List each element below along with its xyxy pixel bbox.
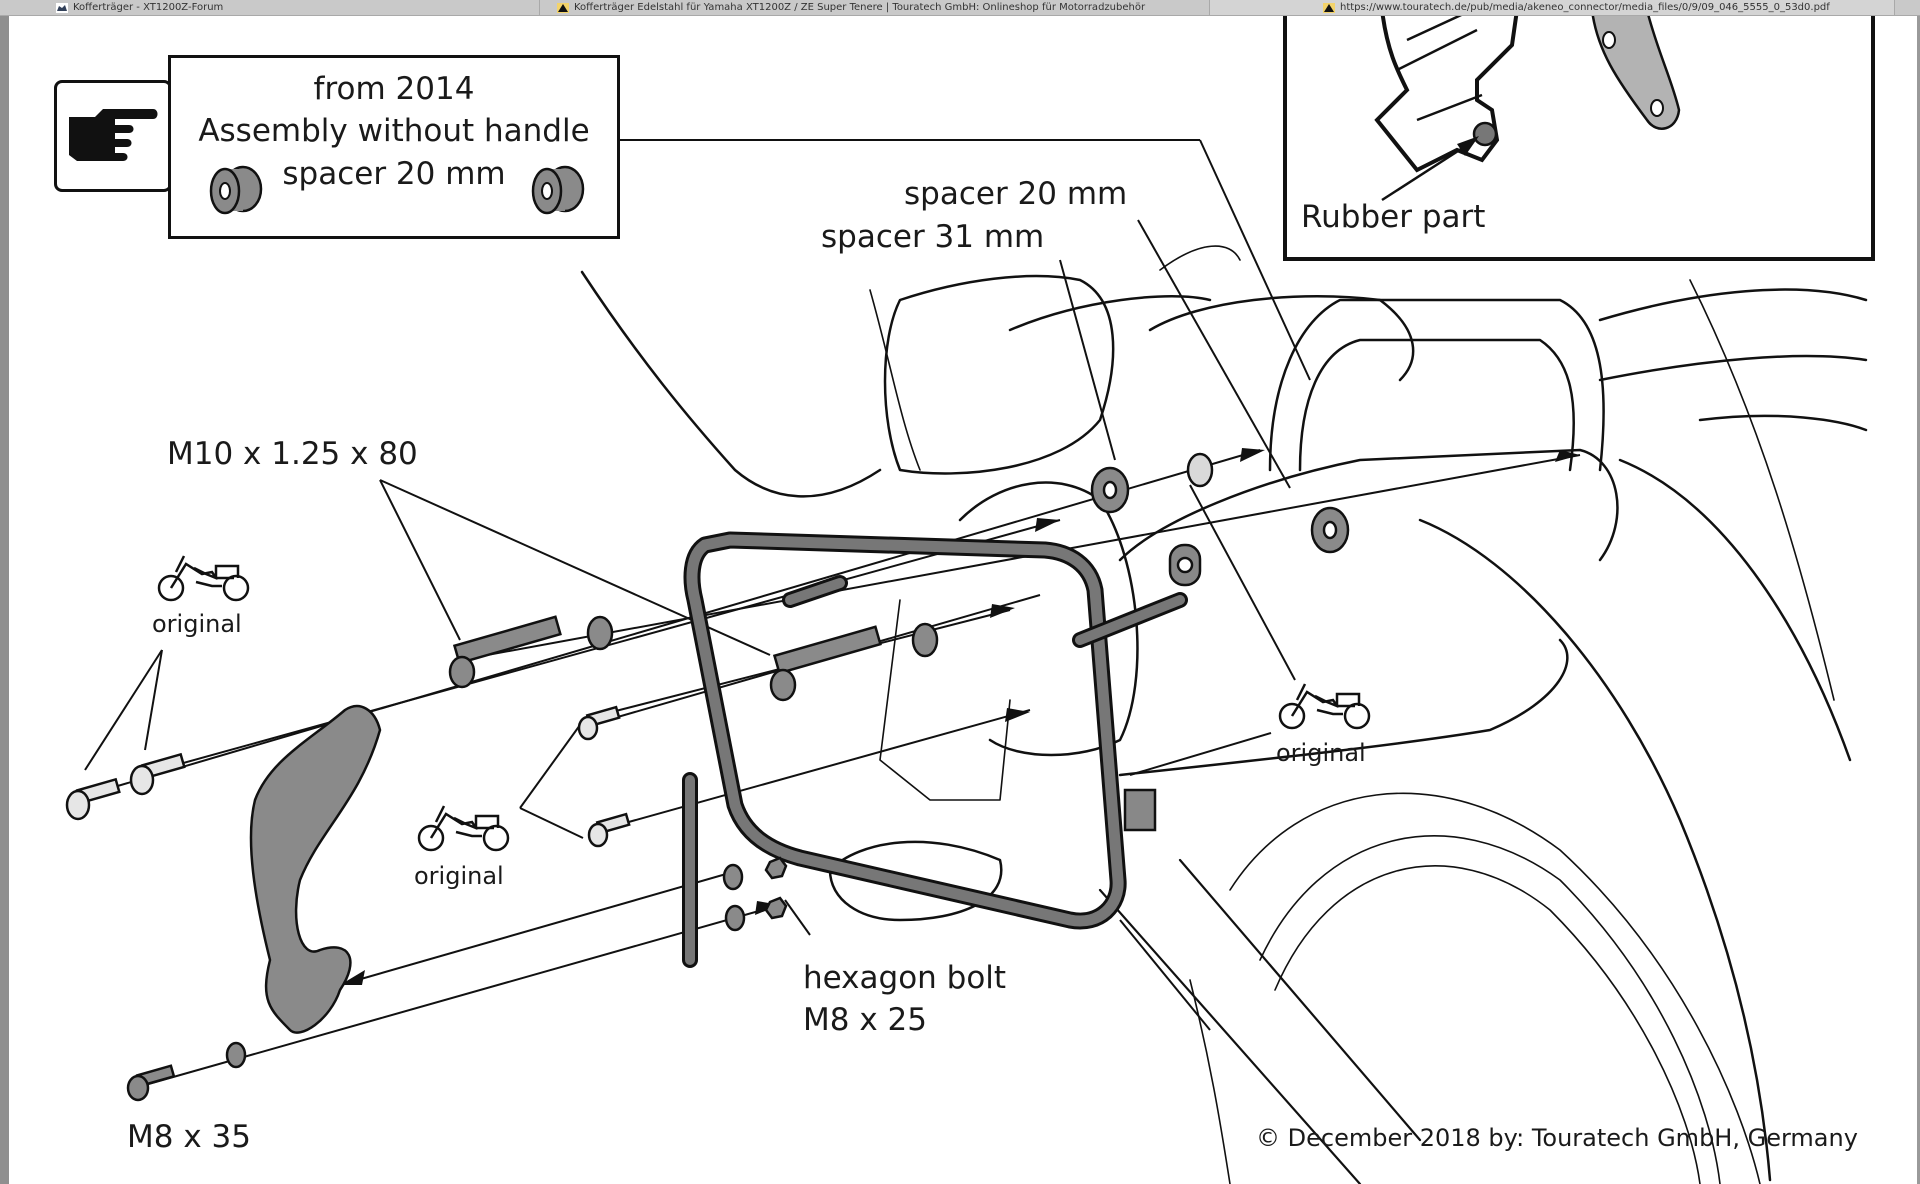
note-line-assembly: Assembly without handle [198,113,590,149]
leader-note-box-2 [1199,139,1311,381]
original-bike-icon-right [1278,683,1371,730]
leader-original-2 [144,649,163,751]
label-original-right: original [1276,739,1366,767]
arrowhead [1035,518,1060,532]
tab-touratech-shop[interactable]: Kofferträger Edelstahl für Yamaha XT1200… [540,0,1210,15]
leader-spacer31 [1059,259,1116,461]
subframe-line [1118,638,1569,777]
label-original-middle: original [414,862,504,890]
leader-original-mid-2 [519,807,584,839]
leader-original-mid-1 [519,724,581,809]
bolts [65,615,882,1102]
leader-m10-2 [379,479,771,656]
arrowhead [990,604,1015,618]
tab-title: Kofferträger Edelstahl für Yamaha XT1200… [574,2,1146,13]
wheel-rim-2 [1274,865,1701,1184]
bolt-m10-lower [772,625,882,675]
label-bolt-m10: M10 x 1.25 x 80 [167,436,418,472]
bike-side-panel [1008,295,1212,332]
pointing-hand-icon [69,109,158,161]
copyright-notice: © December 2018 by: Touratech GmbH, Germ… [1256,1124,1858,1152]
arrowheads [340,448,1580,985]
bike-rear-panel [1148,295,1415,382]
assembly-drawing [65,139,1868,1184]
leader-original-1 [84,649,163,771]
axis-line-upper-bolt [69,449,1261,801]
rack-mount-tab [1123,543,1202,832]
left-sidebar-edge [0,16,9,1184]
washer-5 [225,1041,247,1069]
label-hexagon-bolt: hexagon bolt [803,960,1007,996]
left-rear-handle-part [249,704,382,1034]
swingarm [1098,858,1422,1184]
washer-3 [722,863,744,891]
original-bike-icon-middle [417,805,510,852]
tab-title: Kofferträger - XT1200Z-Forum [73,2,224,13]
washer-1 [586,615,614,651]
rubber-part-drawing [1374,16,1681,202]
motorcycle-favicon-icon [56,2,68,13]
tab-bar-empty-space [1895,0,1920,15]
tab-pdf-document[interactable]: https://www.touratech.de/pub/media/akene… [1210,0,1895,15]
browser-tab-bar: Kofferträger - XT1200Z-Forum Kofferträge… [0,0,1920,16]
leader-frame-right [1119,919,1211,1031]
spacer-icon-right [531,165,585,215]
label-spacer-31mm: spacer 31 mm [821,219,1045,255]
washer-rubber [1186,452,1214,488]
axis-line-lower-1 [339,869,741,986]
tail-light-outline [1598,288,1868,432]
bike-tank-outline [580,270,882,498]
label-original-left: original [152,610,242,638]
rear-fender [1418,518,1772,1182]
washer-2 [911,622,939,658]
bolt-m10-upper [452,615,562,665]
touratech-favicon-icon [1323,2,1335,13]
pointing-hand-box [54,80,172,192]
side-cover-detail [879,599,1011,801]
spacers [225,452,1350,1069]
washer-4 [724,904,746,932]
luggage-rack-frame [683,531,1127,930]
wheel-rim-1 [1259,835,1721,1184]
pdf-page: from 2014 Assembly without handle spacer… [9,16,1917,1184]
bike-frame-lower [1118,448,1619,562]
arrowhead [1005,708,1030,722]
tab-xt1200z-forum[interactable]: Kofferträger - XT1200Z-Forum [0,0,540,15]
rubber-part-label: Rubber part [1301,199,1486,235]
rubber-part-inset: Rubber part [1283,16,1875,261]
arrowhead [1240,448,1265,462]
note-line-year: from 2014 [313,71,475,107]
label-hexagon-bolt-size: M8 x 25 [803,1002,927,1038]
right-scrollbar-edge[interactable] [1917,16,1920,1184]
hex-nut [764,896,788,920]
leader-m10-1 [379,479,461,641]
rear-fender-inner [1618,458,1852,762]
upper-tank-line [869,289,921,471]
note-box: from 2014 Assembly without handle spacer… [168,55,620,239]
axis-line-lower-2 [144,904,781,1086]
leader-spacer20-main [1137,219,1291,489]
chain-guard [1189,979,1231,1184]
bike-seat-outline [883,274,1115,475]
grab-handle-outline [1268,298,1605,472]
wheel-outer [1229,792,1761,1184]
leader-spacer20-washer [1189,484,1296,681]
upper-fairing [1159,245,1241,271]
hex-bolt-head [764,856,788,880]
touratech-favicon-icon [557,2,569,13]
spacer-icon-left [209,165,263,215]
axis-line-original-low [599,709,1031,831]
label-bolt-m8-35: M8 x 35 [127,1119,251,1155]
original-bike-icon-left [157,555,250,602]
exhaust-line [1689,279,1835,701]
label-spacer-20mm: spacer 20 mm [904,176,1128,212]
leader-hexbolt [784,899,811,936]
arrowhead [1555,450,1580,462]
tab-title: https://www.touratech.de/pub/media/akene… [1340,2,1830,13]
note-line-spacer: spacer 20 mm [282,156,506,192]
rubber-part-icon [1472,121,1498,147]
leader-original-right [1129,732,1272,776]
